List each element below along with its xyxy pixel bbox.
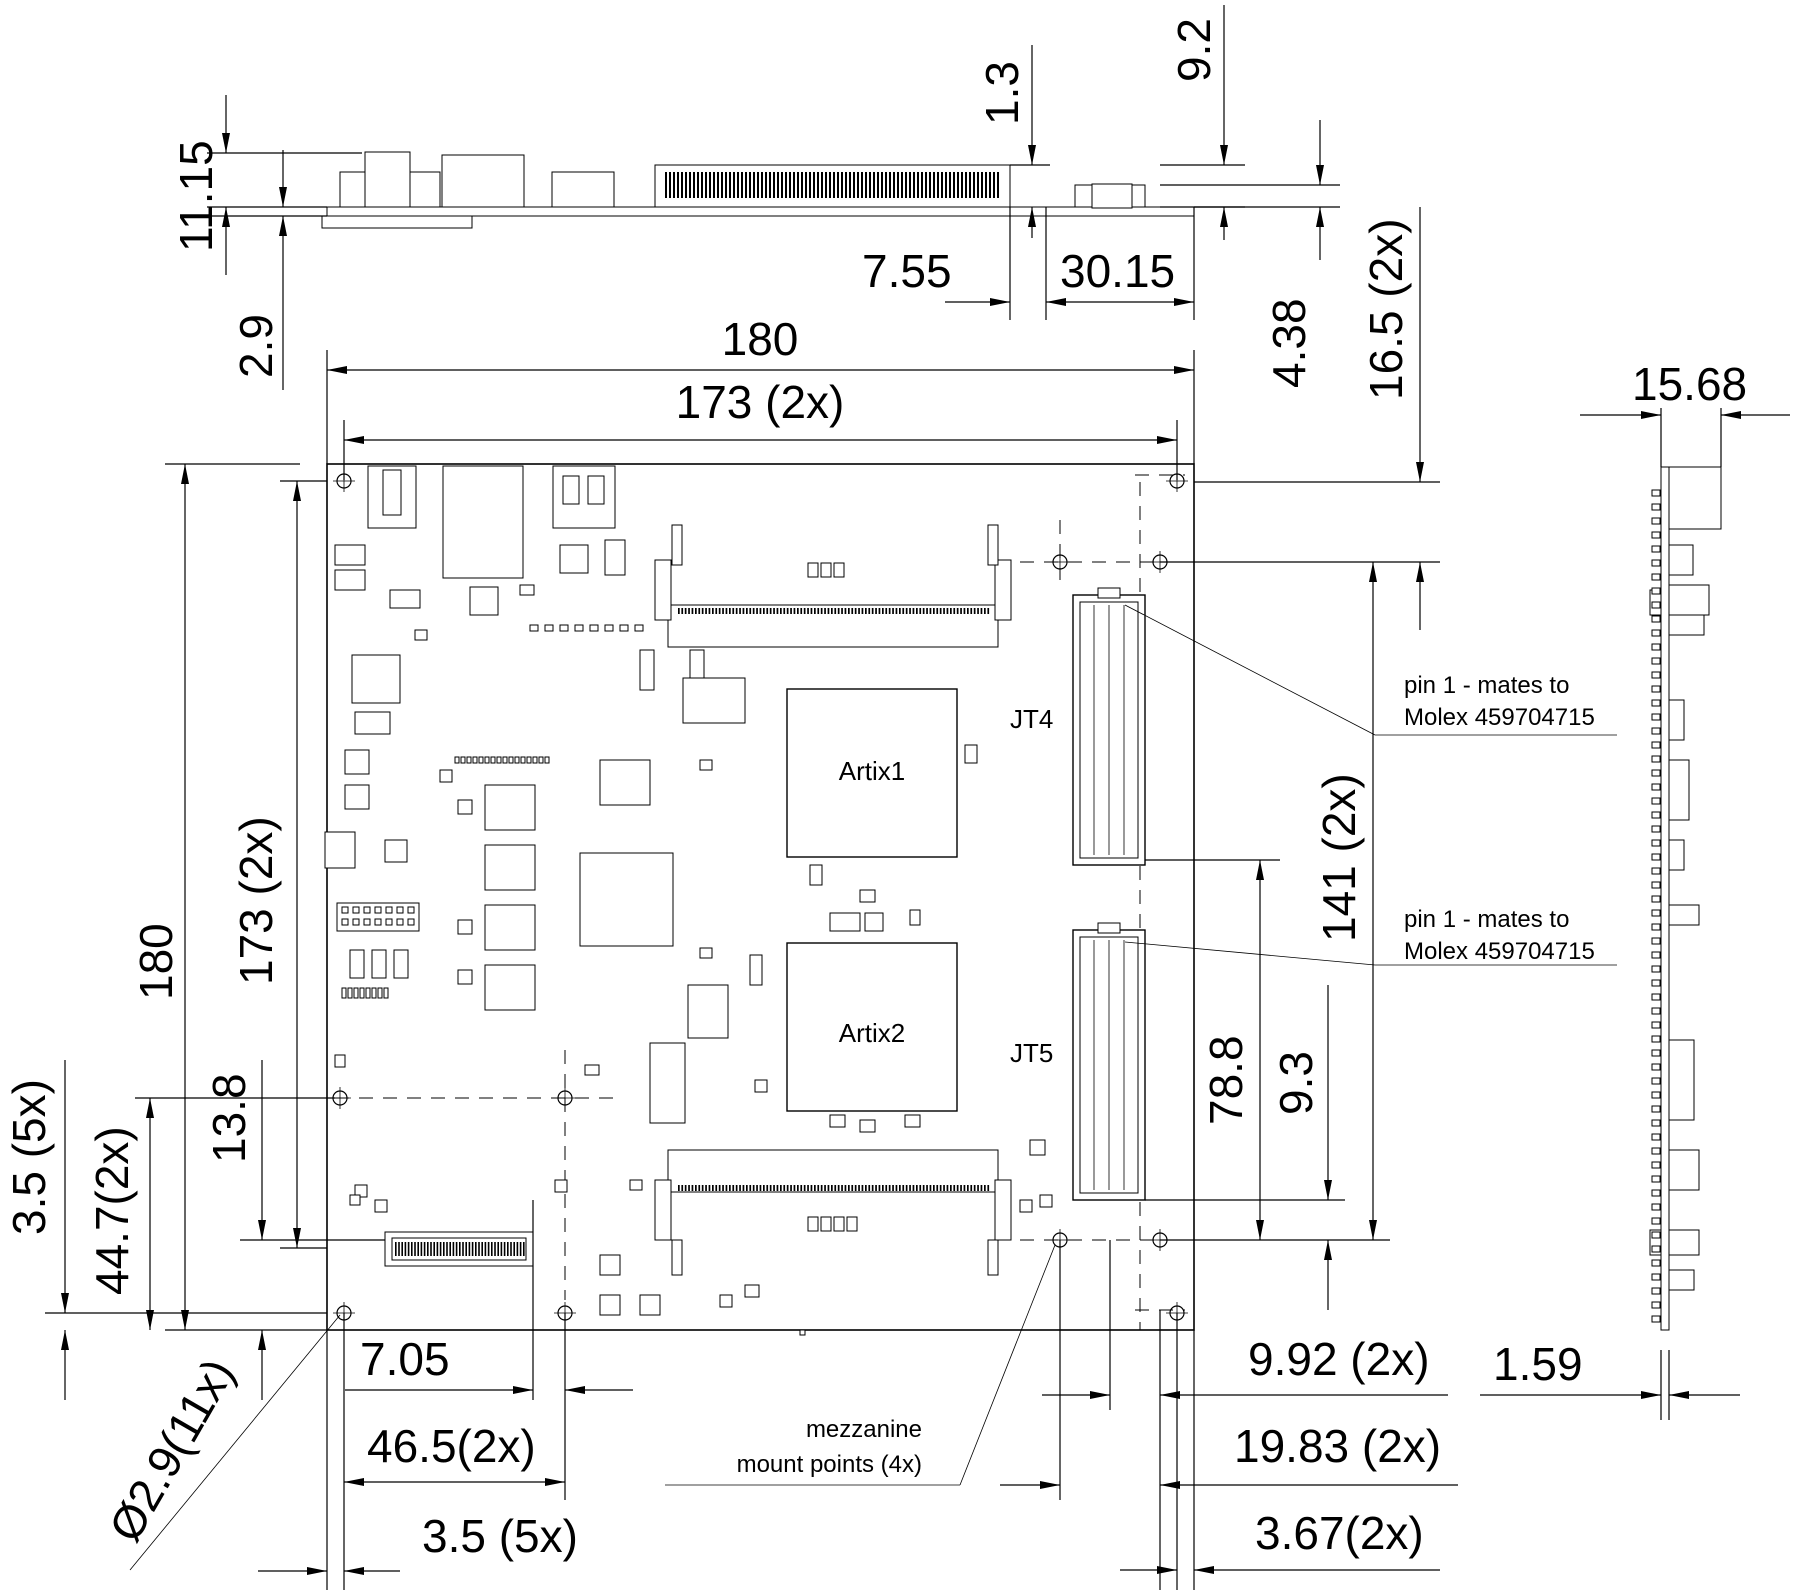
dim-173-width: 173 (2x) (676, 376, 845, 428)
mounting-holes (329, 470, 1188, 1324)
mezzanine-note-line2: mount points (4x) (737, 1451, 922, 1478)
dim-78-8: 78.8 (1200, 1035, 1252, 1125)
ethernet-jack (442, 465, 524, 579)
dim-9-2: 9.2 (1168, 18, 1220, 82)
sodimm-socket-top (654, 524, 1012, 648)
board-components (324, 539, 1053, 1336)
fpga-artix1: Artix1 (786, 688, 958, 858)
dim-3-5-vertical: 3.5 (5x) (3, 1079, 55, 1235)
dim-46-5: 46.5(2x) (367, 1420, 536, 1472)
artix2-label: Artix2 (839, 1018, 905, 1048)
dim-16-5: 16.5 (2x) (1360, 218, 1412, 400)
board-outline (326, 463, 1195, 1331)
connector-jt4: JT4 (1010, 587, 1146, 866)
dim-141: 141 (2x) (1313, 773, 1365, 942)
dim-173-height: 173 (2x) (230, 816, 282, 985)
dim-1-3: 1.3 (976, 61, 1028, 125)
mezzanine-outline (335, 474, 1185, 1330)
dim-7-55: 7.55 (862, 245, 952, 297)
dim-9-3: 9.3 (1270, 1051, 1322, 1115)
sodimm-socket-bottom (654, 1149, 1012, 1276)
jt5-label: JT5 (1010, 1038, 1053, 1068)
pin1-jt5-note-line2: Molex 459704715 (1404, 938, 1595, 965)
dim-4-38: 4.38 (1263, 298, 1315, 388)
dim-9-92: 9.92 (2x) (1248, 1333, 1430, 1385)
dimension-lines (45, 5, 1790, 1590)
dim-3-5-horizontal: 3.5 (5x) (422, 1510, 578, 1562)
dim-180-height: 180 (130, 923, 182, 1000)
dim-7-05: 7.05 (360, 1333, 450, 1385)
artix1-label: Artix1 (839, 756, 905, 786)
top-edge-view (321, 151, 1195, 229)
mezzanine-note-line1: mezzanine (806, 1416, 922, 1443)
dim-2-9: 2.9 (230, 314, 282, 378)
fpga-artix2: Artix2 (786, 942, 958, 1112)
vertical-header (649, 1042, 686, 1124)
pin1-jt4-note-line2: Molex 459704715 (1404, 704, 1595, 731)
jt4-label: JT4 (1010, 704, 1053, 734)
dim-1-59: 1.59 (1493, 1338, 1583, 1390)
dim-13-8: 13.8 (203, 1073, 255, 1163)
annotations: pin 1 - mates to Molex 459704715 pin 1 -… (737, 672, 1595, 1478)
dim-44-7: 44.7(2x) (86, 1126, 138, 1295)
dim-11-15: 11.15 (170, 140, 222, 252)
pin1-jt5-note-line1: pin 1 - mates to (1404, 906, 1569, 933)
usb-connector (552, 465, 616, 529)
power-jack (367, 465, 417, 529)
dim-15-68: 15.68 (1632, 358, 1747, 410)
dim-19-83: 19.83 (2x) (1234, 1420, 1441, 1472)
jtag-header (336, 902, 420, 932)
dim-3-67: 3.67(2x) (1255, 1507, 1424, 1559)
side-view (1649, 466, 1722, 1331)
dim-180-width: 180 (722, 313, 799, 365)
pin1-jt4-note-line1: pin 1 - mates to (1404, 672, 1569, 699)
bottom-edge-connector (384, 1231, 534, 1267)
dim-30-15: 30.15 (1060, 245, 1175, 297)
connector-jt5: JT5 (1010, 922, 1146, 1201)
